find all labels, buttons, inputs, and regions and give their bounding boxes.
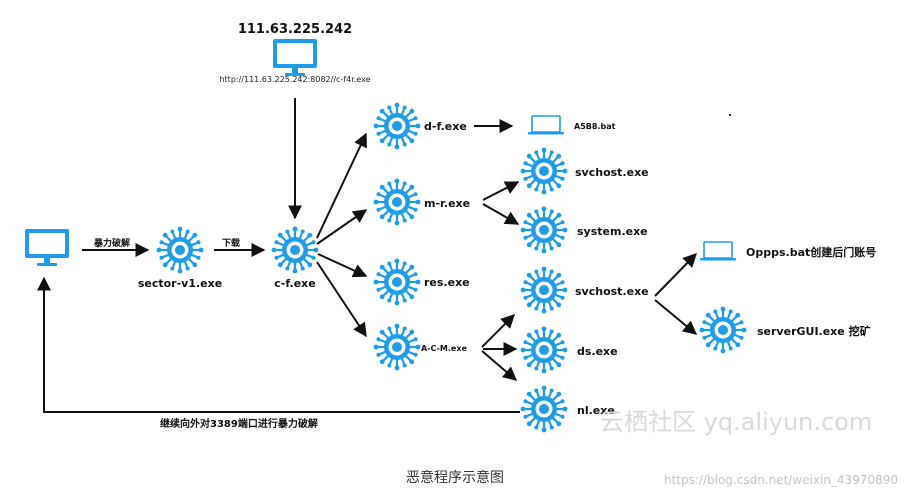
- mr-label: m-r.exe: [424, 197, 470, 210]
- arrow-cf-to-df: [316, 132, 367, 239]
- arrow-svchost2-to-gui: [654, 299, 698, 335]
- server-monitor-icon: [273, 39, 317, 76]
- cf-virus-icon: [270, 225, 320, 275]
- arrow-cf-to-acm: [316, 261, 367, 338]
- edge-label-download: 下载: [222, 237, 240, 249]
- a5b8-label: A5B8.bat: [574, 122, 616, 131]
- arrows: [37, 98, 698, 413]
- sector-label: sector-v1.exe: [138, 277, 222, 290]
- arrow-mr-to-system: [482, 203, 520, 225]
- res-label: res.exe: [424, 276, 470, 289]
- stray-dot: [729, 114, 731, 116]
- ds-label: ds.exe: [577, 345, 618, 358]
- arrow-cf-to-res: [317, 253, 368, 278]
- arrow-acm-to-svchost2: [481, 314, 515, 348]
- svchost2-virus-icon: [519, 265, 569, 315]
- svchost2-label: svchost.exe: [575, 285, 649, 298]
- arrow-nl-loop-back: [37, 276, 520, 413]
- server-ip: 111.63.225.242: [238, 22, 352, 37]
- gui-label: serverGUI.exe 挖矿: [757, 324, 871, 338]
- edge-label-brute: 暴力破解: [93, 237, 130, 249]
- a5b8-laptop-icon: [527, 115, 565, 136]
- acm-virus-icon: [372, 322, 422, 372]
- host-monitor-icon: [25, 229, 69, 266]
- edge-label-loop: 继续向外对3389端口进行暴力破解: [160, 417, 318, 430]
- watermark-main: 云栖社区 yq.aliyun.com: [600, 408, 872, 436]
- system-label: system.exe: [577, 225, 648, 238]
- nl-virus-icon: [519, 384, 569, 434]
- watermark-blog: https://blog.csdn.net/weixin_43970890: [664, 473, 898, 487]
- arrow-cf-to-mr: [316, 209, 368, 245]
- mr-virus-icon: [372, 177, 422, 227]
- df-virus-icon: [372, 101, 422, 151]
- acm-label: A-C-M.exe: [421, 344, 467, 353]
- oppp-laptop-icon: [699, 241, 737, 262]
- oppp-label: Oppps.bat创建后门账号: [746, 245, 876, 259]
- arrow-mr-to-svchost1: [482, 181, 520, 201]
- svchost1-label: svchost.exe: [575, 166, 649, 179]
- cf-label: c-f.exe: [274, 277, 315, 290]
- res-virus-icon: [372, 257, 422, 307]
- arrow-svchost2-to-oppp: [654, 252, 697, 297]
- sector-virus-icon: [155, 225, 205, 275]
- nl-label: nl.exe: [577, 404, 615, 417]
- svchost1-virus-icon: [519, 146, 569, 196]
- arrow-acm-to-nl: [481, 350, 518, 381]
- gui-virus-icon: [698, 305, 748, 355]
- server-url: http://111.63.225.242:8082//c-f4r.exe: [219, 75, 370, 84]
- df-label: d-f.exe: [424, 120, 467, 133]
- ds-virus-icon: [519, 325, 569, 375]
- system-virus-icon: [519, 205, 569, 255]
- caption: 恶意程序示意图: [406, 469, 504, 486]
